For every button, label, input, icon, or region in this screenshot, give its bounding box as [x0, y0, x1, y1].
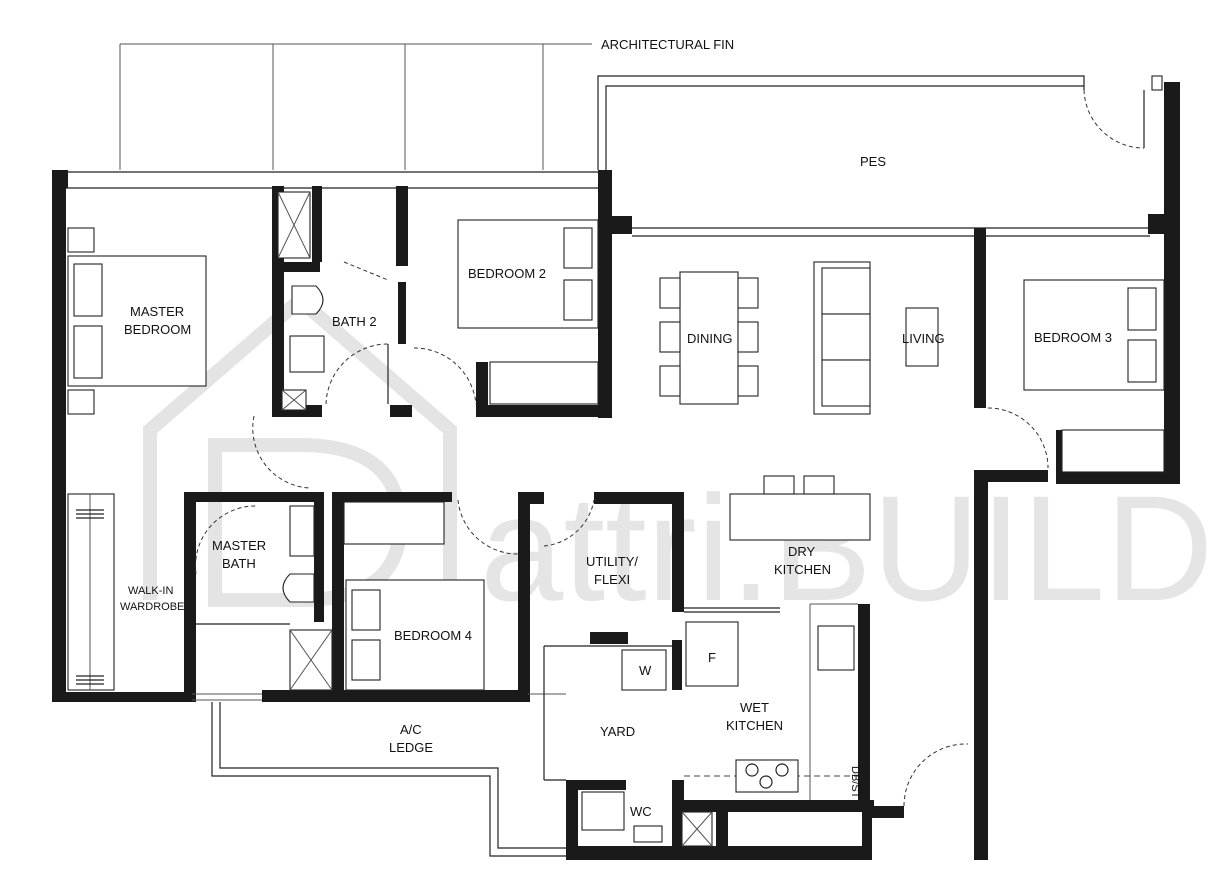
bedroom3-furniture	[987, 279, 1165, 473]
label-bedroom2: BEDROOM 2	[468, 266, 546, 281]
toilet	[581, 791, 625, 831]
label-utility-2: FLEXI	[594, 572, 630, 587]
master-bath-fixtures	[194, 415, 333, 691]
basin	[289, 335, 325, 373]
label-washer: W	[639, 663, 652, 678]
label-wet-kitchen-1: WET	[740, 700, 769, 715]
label-bedroom3: BEDROOM 3	[1034, 330, 1112, 345]
kitchen-fixtures	[543, 475, 969, 847]
side-table	[67, 227, 95, 253]
label-dining: DINING	[687, 331, 733, 346]
glazing	[192, 645, 672, 857]
label-pes: PES	[860, 154, 886, 169]
architectural-fin-callout: ARCHITECTURAL FIN	[119, 37, 734, 170]
toilet	[282, 573, 315, 603]
bath2-fixtures	[277, 191, 389, 411]
label-wet-kitchen-2: KITCHEN	[726, 718, 783, 733]
label-bedroom4: BEDROOM 4	[394, 628, 472, 643]
label-db-st: DB/ST	[849, 766, 861, 799]
living-furniture	[813, 261, 939, 415]
label-living: LIVING	[902, 331, 945, 346]
wardrobe	[489, 361, 599, 405]
label-ac-ledge-2: LEDGE	[389, 740, 433, 755]
coffee-table	[905, 307, 939, 367]
side-table	[67, 389, 95, 415]
sink	[817, 625, 855, 671]
wardrobe	[67, 493, 115, 691]
wardrobe	[1061, 429, 1165, 473]
label-wc: WC	[630, 804, 652, 819]
label-master-bedroom-2: BEDROOM	[124, 322, 191, 337]
dining-furniture	[659, 271, 759, 405]
kitchen-island	[729, 493, 871, 541]
basin	[289, 505, 315, 557]
bedroom4-furniture	[343, 499, 519, 691]
label-dry-kitchen-2: KITCHEN	[774, 562, 831, 577]
label-yard: YARD	[600, 724, 635, 739]
master-bedroom-furniture	[67, 227, 207, 691]
label-utility-1: UTILITY/	[586, 554, 638, 569]
fin-label: ARCHITECTURAL FIN	[601, 37, 734, 52]
fridge	[685, 621, 739, 687]
watermark-text: attri.BUILD	[480, 464, 1214, 632]
label-walk-in-1: WALK-IN	[128, 585, 173, 597]
label-walk-in-2: WARDROBE	[120, 601, 184, 613]
label-master-bath-2: BATH	[222, 556, 256, 571]
bedroom2-furniture	[413, 219, 599, 405]
label-master-bedroom-1: MASTER	[130, 304, 184, 319]
toilet	[291, 285, 324, 315]
walls	[52, 82, 1180, 860]
label-bath2: BATH 2	[332, 314, 377, 329]
label-master-bath-1: MASTER	[212, 538, 266, 553]
label-ac-ledge-1: A/C	[400, 722, 422, 737]
label-fridge: F	[708, 650, 716, 665]
wardrobe	[343, 501, 445, 545]
room-labels: PES MASTER BEDROOM BATH 2 BEDROOM 2 DINI…	[120, 154, 1112, 819]
label-dry-kitchen-1: DRY	[788, 544, 816, 559]
pes-area	[597, 75, 1163, 170]
washer	[621, 649, 667, 691]
